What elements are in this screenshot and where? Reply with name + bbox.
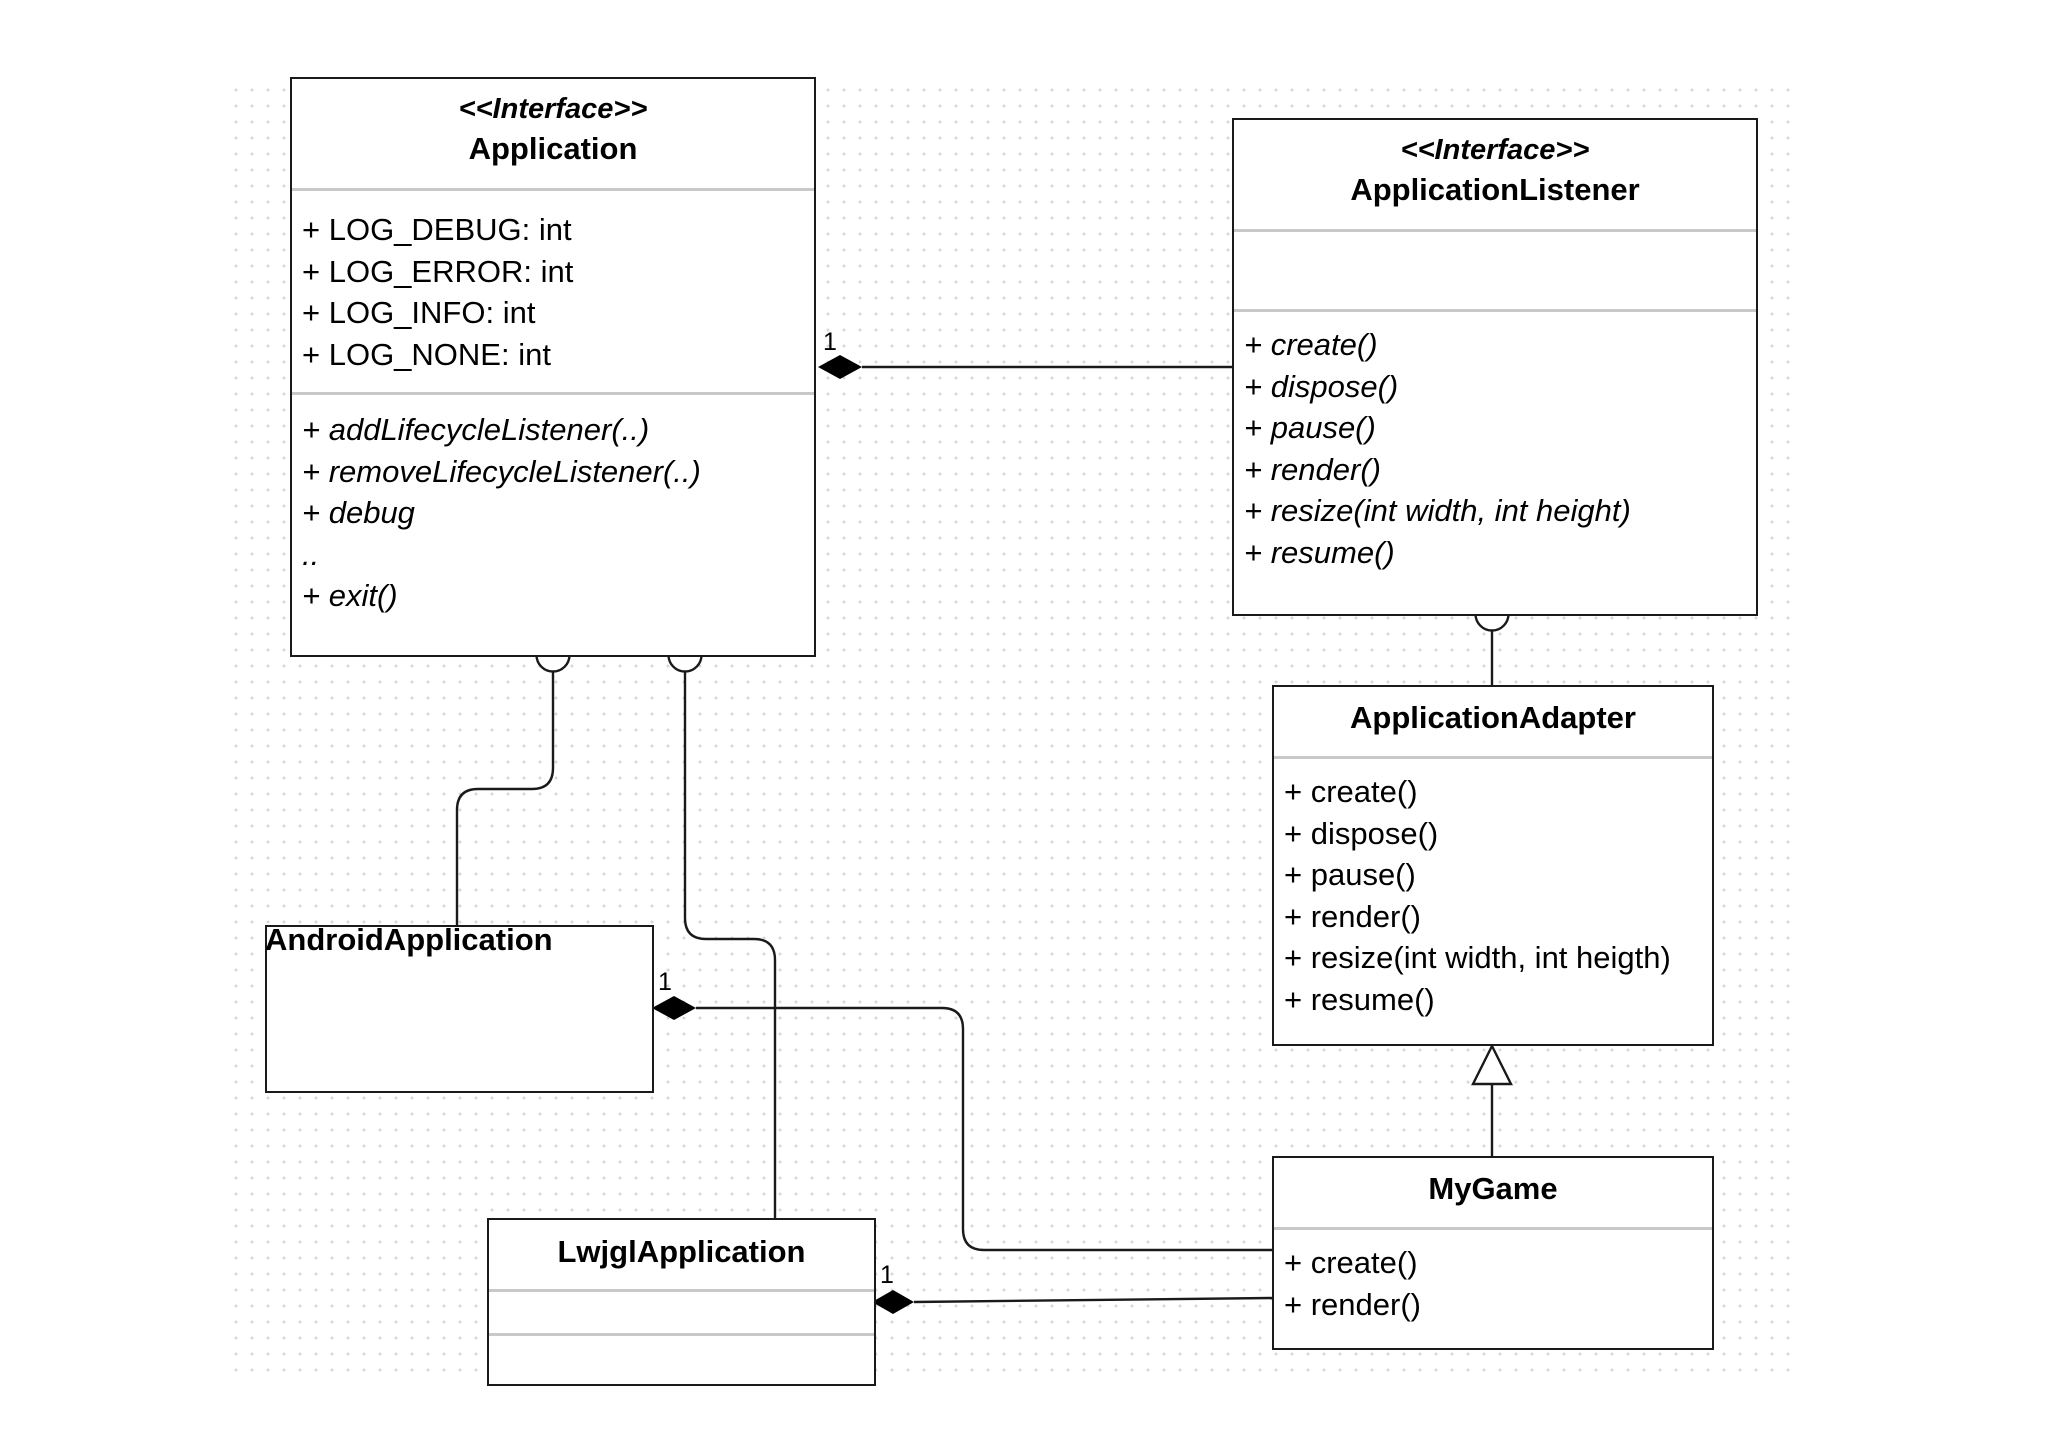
attribute: + LOG_DEBUG: int (302, 212, 572, 247)
methods-section: + create() + dispose() + pause() + rende… (1274, 759, 1712, 1020)
class-name: AndroidApplication (265, 922, 553, 957)
method: + addLifecycleListener(..) (302, 412, 650, 447)
class-name: LwjglApplication (557, 1234, 806, 1269)
class-name: Application (468, 131, 638, 166)
attribute: + LOG_ERROR: int (302, 253, 574, 289)
class-name: ApplicationAdapter (1350, 700, 1636, 735)
method: + dispose() (1244, 368, 1399, 404)
edge-android-mygame (696, 1006, 1272, 1252)
multiplicity-label: 1 (658, 968, 672, 996)
method: + resize(int width, int heigth) (1284, 940, 1671, 975)
method: + pause() (1284, 857, 1416, 892)
method: + debug (302, 495, 415, 530)
class-application-listener[interactable]: <<Interface>> ApplicationListener + crea… (1232, 118, 1758, 616)
class-name: MyGame (1428, 1171, 1558, 1206)
edge-lwjgl-realization (683, 672, 777, 1218)
stereotype: <<Interface>> (1400, 134, 1590, 166)
class-name: ApplicationListener (1350, 172, 1640, 207)
class-header: <<Interface>> Application (292, 79, 814, 191)
class-application[interactable]: <<Interface>> Application + LOG_DEBUG: i… (290, 77, 816, 657)
attributes-section: + LOG_DEBUG: int + LOG_ERROR: int + LOG_… (292, 191, 814, 395)
method: + resize(int width, int height) (1244, 493, 1631, 528)
methods-section: + create() + dispose() + pause() + rende… (1234, 312, 1756, 573)
class-header: MyGame (1274, 1158, 1712, 1230)
composition-diamond (818, 355, 862, 379)
class-my-game[interactable]: MyGame + create() + render() (1272, 1156, 1714, 1350)
class-application-adapter[interactable]: ApplicationAdapter + create() + dispose(… (1272, 685, 1714, 1046)
method: + render() (1284, 1286, 1421, 1322)
method: + create() (1244, 327, 1378, 362)
method: + pause() (1244, 410, 1376, 445)
method: + create() (1284, 1245, 1418, 1280)
attributes-section (1234, 232, 1756, 312)
method: .. (302, 536, 320, 572)
multiplicity-label: 1 (823, 328, 837, 356)
methods-section: + addLifecycleListener(..) + removeLifec… (292, 395, 814, 617)
method: + removeLifecycleListener(..) (302, 453, 701, 489)
method: + resume() (1244, 534, 1395, 570)
method: + resume() (1284, 981, 1435, 1017)
attribute: + LOG_INFO: int (302, 295, 536, 330)
edge-android-realization (455, 672, 555, 925)
generalization-triangle (1471, 1043, 1513, 1086)
composition-diamond (872, 1290, 914, 1314)
composition-diamond (652, 996, 696, 1020)
method: + exit() (302, 578, 398, 613)
class-header: <<Interface>> ApplicationListener (1234, 120, 1756, 232)
method: + render() (1284, 898, 1421, 934)
method: + dispose() (1284, 815, 1439, 851)
class-header: LwjglApplication (489, 1220, 874, 1292)
class-lwjgl-application[interactable]: LwjglApplication (487, 1218, 876, 1386)
edge-lwjgl-mygame (913, 1296, 1273, 1304)
method: + render() (1244, 451, 1381, 487)
class-android-application[interactable]: AndroidApplication (265, 922, 654, 1093)
multiplicity-label: 1 (880, 1261, 894, 1289)
class-header: ApplicationAdapter (1274, 687, 1712, 759)
attribute: + LOG_NONE: int (302, 336, 551, 372)
methods-section: + create() + render() (1274, 1230, 1712, 1325)
stereotype: <<Interface>> (458, 93, 648, 125)
method: + create() (1284, 774, 1418, 809)
attributes-section (489, 1292, 874, 1336)
